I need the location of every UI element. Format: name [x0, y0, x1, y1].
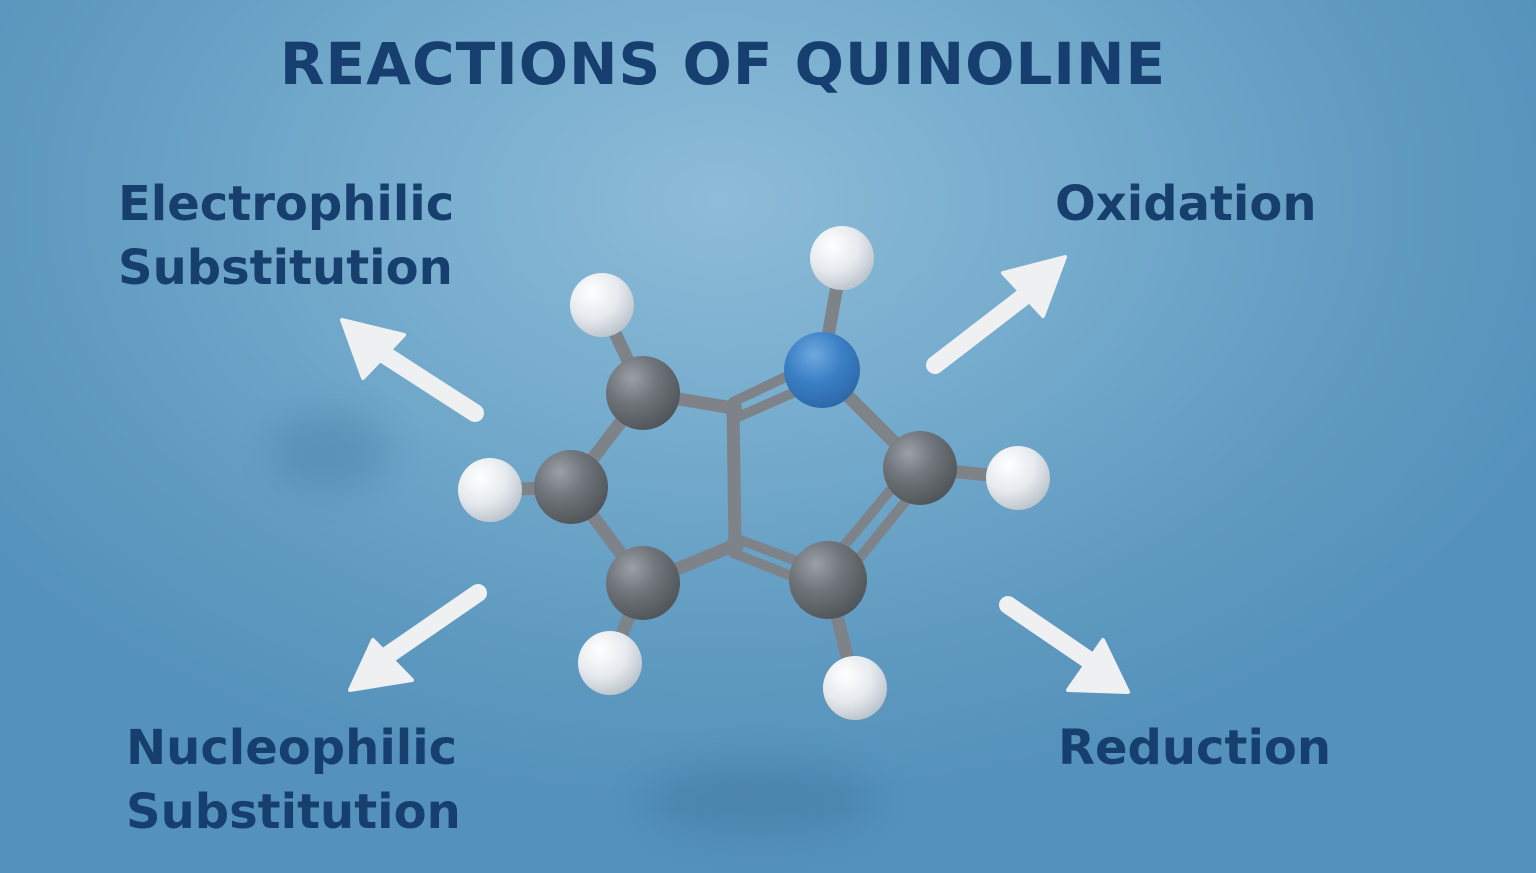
molecule-shadow: [270, 410, 880, 840]
arrow-down-right-icon: [999, 596, 1130, 694]
label-line: Electrophilic: [118, 176, 455, 232]
arrow-up-right-icon: [926, 255, 1067, 374]
arrow-down-left-icon: [348, 584, 487, 692]
label-line: Oxidation: [1055, 176, 1317, 232]
label-nucleophilic-substitution: Nucleophilic Substitution: [126, 716, 461, 844]
hydrogen-atoms: [458, 226, 1050, 720]
label-line: Substitution: [118, 240, 453, 296]
hydrogen-atom: [810, 226, 874, 290]
nitrogen-atom: [784, 332, 860, 408]
carbon-atom: [883, 431, 957, 505]
hydrogen-atom: [823, 656, 887, 720]
bond-junction: [724, 399, 744, 554]
arrow-up-left-icon: [340, 318, 484, 422]
label-line: Reduction: [1058, 720, 1332, 776]
carbon-atom: [606, 546, 680, 620]
carbon-atom: [789, 541, 867, 619]
label-reduction: Reduction: [1058, 716, 1331, 780]
carbon-atom: [606, 356, 680, 430]
carbon-atom: [534, 450, 608, 524]
label-electrophilic-substitution: Electrophilic Substitution: [118, 172, 454, 300]
hydrogen-atom: [986, 446, 1050, 510]
label-line: Substitution: [126, 784, 461, 840]
carbon-atoms: [534, 356, 957, 620]
label-oxidation: Oxidation: [1055, 172, 1317, 236]
label-line: Nucleophilic: [126, 720, 458, 776]
hydrogen-atom: [570, 273, 634, 337]
hydrogen-atom: [578, 631, 642, 695]
page-title: REACTIONS OF QUINOLINE: [279, 30, 1167, 98]
hydrogen-atom: [458, 458, 522, 522]
